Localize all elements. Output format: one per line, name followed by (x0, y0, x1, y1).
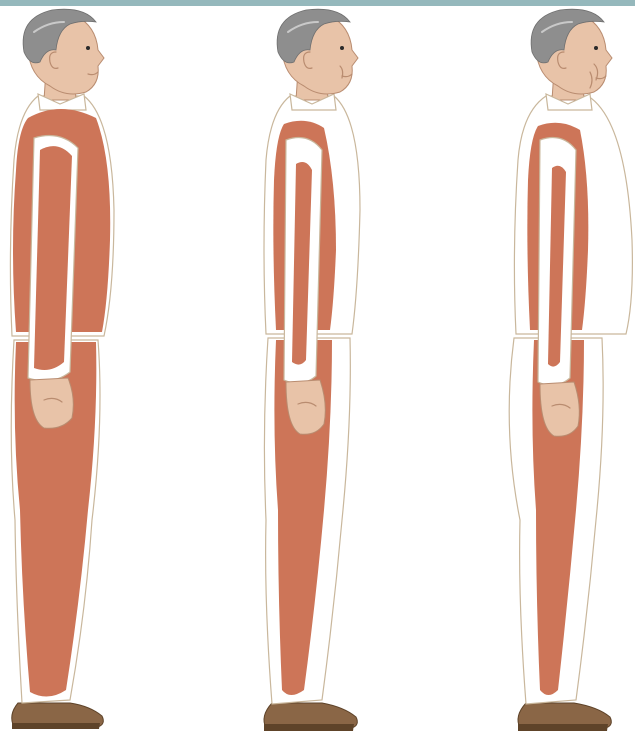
eye-icon (594, 46, 598, 50)
shoe-sole-icon (264, 724, 354, 731)
figure-muscle-reduced (264, 9, 360, 731)
figure-muscle-full (10, 9, 114, 729)
figure-muscle-minimal (509, 9, 632, 731)
shoe-sole-icon (12, 723, 100, 729)
eye-icon (340, 46, 344, 50)
shoe-sole-icon (518, 724, 608, 731)
eye-icon (86, 46, 90, 50)
